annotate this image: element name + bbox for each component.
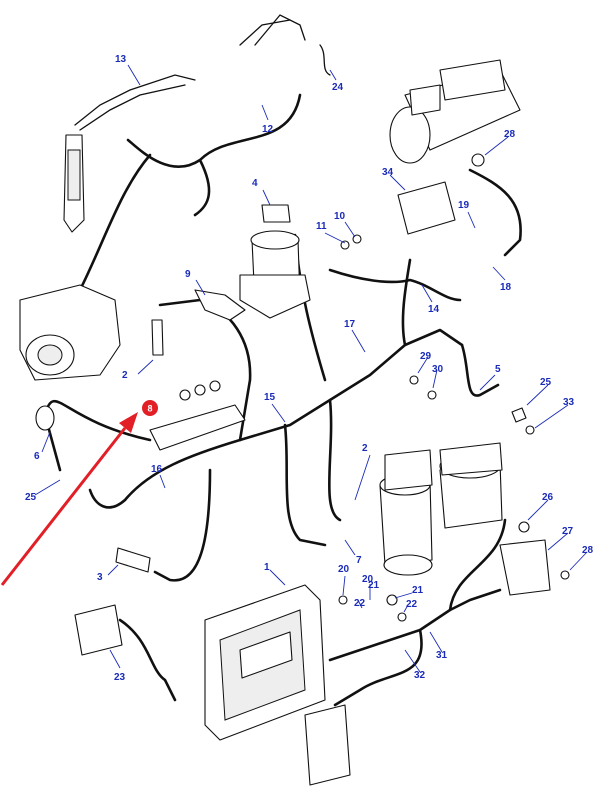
callout-11: 11 (316, 221, 327, 232)
callout-12: 12 (262, 124, 274, 135)
washer-29 (409, 375, 419, 385)
callout-3: 3 (97, 572, 103, 583)
callout-18: 18 (500, 282, 512, 293)
callout-17: 17 (344, 319, 356, 330)
callout-14: 14 (428, 304, 440, 315)
relay-box (74, 604, 123, 656)
callout-4: 4 (252, 178, 258, 189)
callout-21b: 21 (368, 580, 380, 591)
sensor-6 (35, 405, 55, 431)
callout-20: 20 (338, 564, 350, 575)
callout-5: 5 (495, 364, 501, 375)
callout-20b: 20 (362, 574, 374, 585)
engine-block (19, 284, 121, 381)
components (19, 59, 570, 786)
callout-9: 9 (185, 269, 191, 280)
washer-26 (518, 521, 530, 533)
nut-11 (340, 240, 350, 250)
callout-34: 34 (382, 167, 394, 178)
callouts: 1 2 2 3 4 5 6 7 9 10 11 12 13 14 15 16 1… (25, 54, 594, 683)
callout-2: 2 (122, 370, 128, 381)
callout-22: 22 (354, 598, 366, 609)
washer-22 (397, 612, 407, 622)
callout-7: 7 (356, 555, 362, 566)
callout-28b: 28 (582, 545, 594, 556)
callout-22b: 22 (406, 599, 418, 610)
callout-10: 10 (334, 211, 346, 222)
injector (63, 134, 85, 233)
callout-28: 28 (504, 129, 516, 140)
leader-lines (34, 64, 588, 673)
fuel-filter-left (379, 449, 433, 576)
callout-33: 33 (563, 397, 575, 408)
callout-8: 8 (147, 404, 152, 414)
callout-25b: 25 (25, 492, 37, 503)
callout-23: 23 (114, 672, 126, 683)
temp-sensor (151, 319, 164, 356)
highlight-callout-8: 8 (142, 400, 158, 416)
callout-6: 6 (34, 451, 40, 462)
bolt-28b (560, 570, 570, 580)
callout-32: 32 (414, 670, 426, 681)
callout-29: 29 (420, 351, 432, 362)
highlight-badge (142, 400, 158, 416)
callout-27: 27 (562, 526, 574, 537)
ecu (204, 584, 326, 741)
starter-motor (389, 59, 521, 164)
bolt-21 (386, 594, 398, 606)
nut-30 (427, 390, 437, 400)
callout-24: 24 (332, 82, 344, 93)
callout-15: 15 (264, 392, 276, 403)
bolt-33 (525, 425, 535, 435)
bracket-27 (499, 539, 551, 596)
bracket (194, 289, 246, 321)
sensor-25 (511, 407, 527, 423)
callout-2b: 2 (362, 443, 368, 454)
callout-13: 13 (115, 54, 127, 65)
red-arrow (0, 412, 138, 586)
fuel-filter-right (439, 442, 503, 529)
bolt-28 (471, 153, 485, 167)
pressure-module (239, 204, 311, 319)
callout-31: 31 (436, 650, 448, 661)
washer-20 (338, 595, 348, 605)
callout-25: 25 (540, 377, 552, 388)
sensor (115, 547, 151, 573)
relay (397, 181, 456, 235)
callout-30: 30 (432, 364, 444, 375)
callout-16: 16 (151, 464, 163, 475)
callout-26: 26 (542, 492, 554, 503)
callout-19: 19 (458, 200, 470, 211)
module (304, 704, 351, 786)
callout-1: 1 (264, 562, 270, 573)
fuel-rail (149, 380, 246, 451)
callout-21: 21 (412, 585, 424, 596)
